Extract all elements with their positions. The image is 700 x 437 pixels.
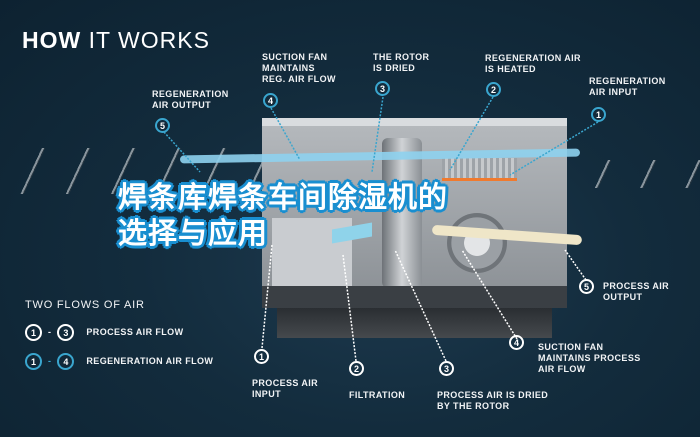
heater-element <box>442 158 517 181</box>
callout-number-4-icon: 4 <box>263 93 278 108</box>
callout-label-regen-heated: REGENERATION AIR IS HEATED <box>485 53 581 74</box>
callout-label-filtration: FILTRATION <box>349 390 406 400</box>
right-air-duct <box>566 160 700 188</box>
legend-item-process: 1 - 3 PROCESS AIR FLOW <box>25 324 213 341</box>
overlay-title-line-1: 焊条库焊条车间除湿机的 <box>118 182 449 214</box>
fan-housing <box>447 213 507 273</box>
rotor-wheel <box>382 138 422 288</box>
callout-number-3-icon: 3 <box>439 361 454 376</box>
callout-label-suction-fan-reg: SUCTION FAN MAINTAINS REG. AIR FLOW <box>262 52 336 84</box>
callout-label-process-air-output: PROCESS AIR OUTPUT <box>603 281 670 302</box>
legend-label-regeneration-air-flow: REGENERATION AIR FLOW <box>86 356 214 366</box>
callout-label-process-air-dried: PROCESS AIR IS DRIED BY THE ROTOR <box>437 390 549 411</box>
callout-number-5-icon: 5 <box>579 279 594 294</box>
callout-number-4-icon: 4 <box>509 335 524 350</box>
callout-label-process-air-input: PROCESS AIR INPUT <box>252 378 319 399</box>
callout-number-1-icon: 1 <box>591 107 606 122</box>
legend-dash: - <box>48 356 52 366</box>
callout-number-2-icon: 2 <box>349 361 364 376</box>
legend-number-4-icon: 4 <box>57 353 75 370</box>
legend-number-1-icon: 1 <box>25 353 42 370</box>
unit-top-panel <box>262 118 567 126</box>
overlay-title-line-2: 选择与应用 <box>118 218 269 250</box>
legend-number-3-icon: 3 <box>57 324 75 341</box>
unit-base <box>277 308 552 338</box>
page-title: HOW IT WORKS <box>22 27 210 53</box>
callout-number-3-icon: 3 <box>375 81 390 96</box>
callout-label-rotor-dried: THE ROTOR IS DRIED <box>373 52 430 73</box>
overlay-article-title: 焊条库焊条车间除湿机的 选择与应用 <box>118 180 448 252</box>
unit-floor <box>262 286 567 308</box>
callout-number-2-icon: 2 <box>486 82 501 97</box>
legend-item-regeneration: 1 - 4 REGENERATION AIR FLOW <box>25 353 213 370</box>
legend-label-process-air-flow: PROCESS AIR FLOW <box>86 327 184 337</box>
callout-label-suction-fan-process: SUCTION FAN MAINTAINS PROCESS AIR FLOW <box>538 342 641 374</box>
callout-label-regen-input: REGENERATION AIR INPUT <box>589 76 666 97</box>
callout-number-5-icon: 5 <box>155 118 170 133</box>
legend-dash: - <box>48 327 52 337</box>
callout-label-regeneration-air-output: REGENERATION AIR OUTPUT <box>152 89 229 110</box>
legend-title: TWO FLOWS OF AIR <box>25 299 145 311</box>
legend: TWO FLOWS OF AIR 1 - 3 PROCESS AIR FLOW … <box>25 300 213 370</box>
callout-number-1-icon: 1 <box>254 349 269 364</box>
legend-number-1-icon: 1 <box>25 324 42 341</box>
